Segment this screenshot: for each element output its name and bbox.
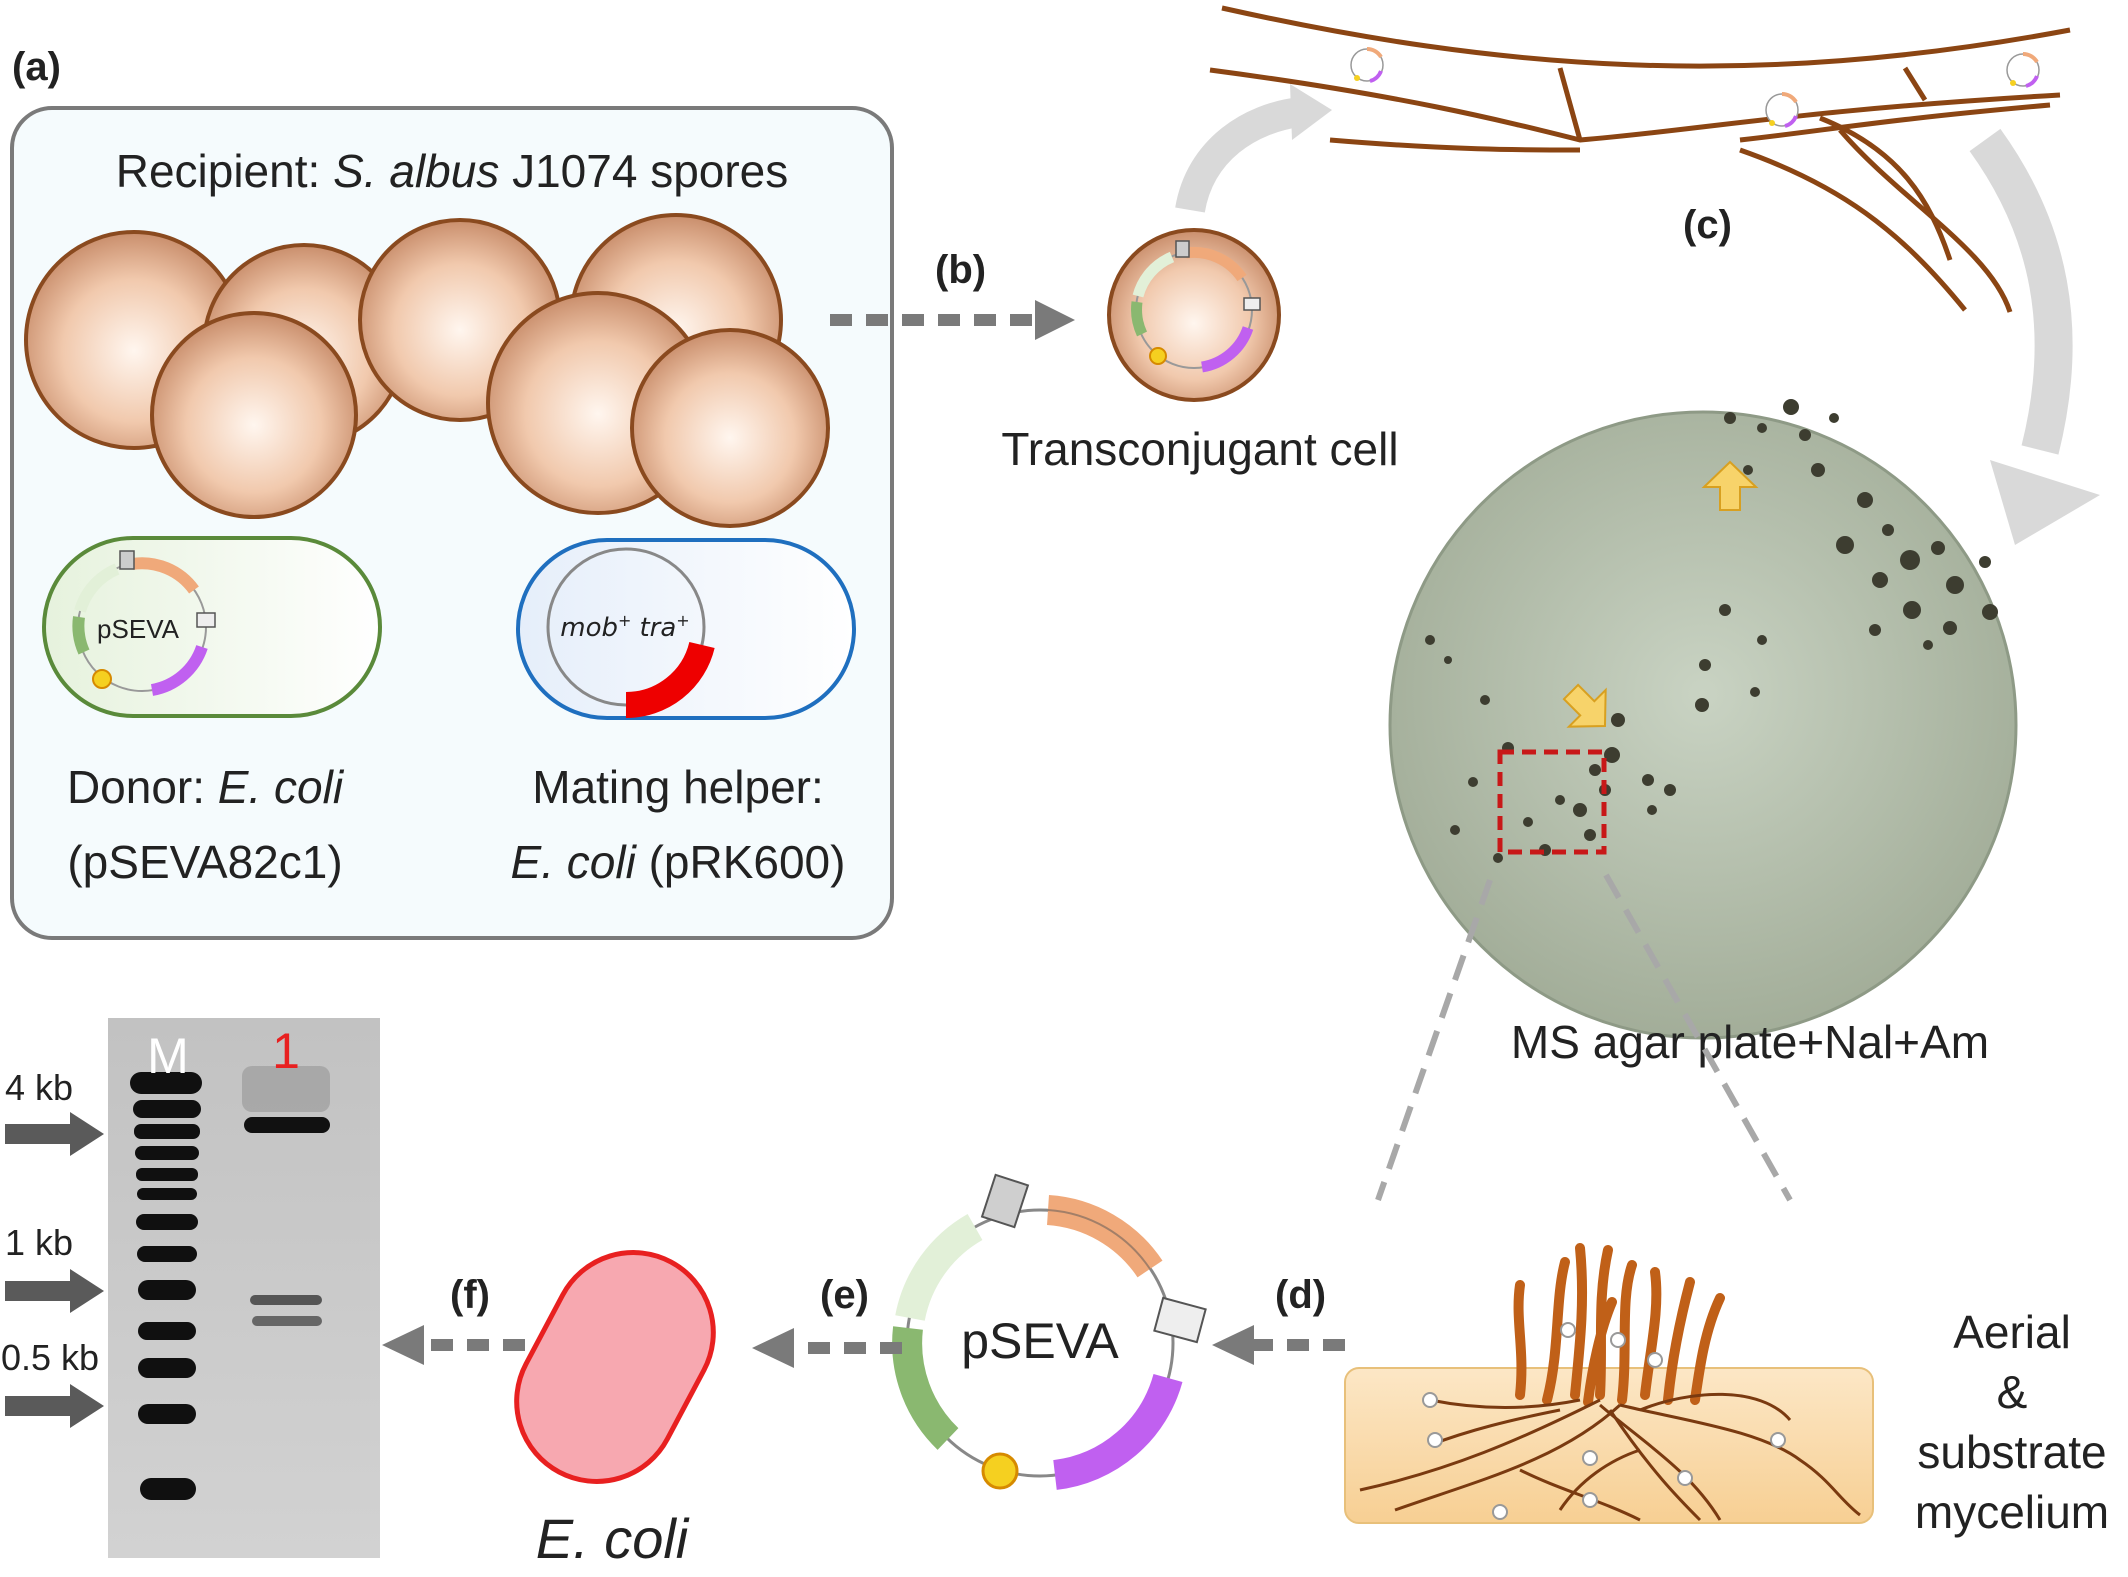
pseva-plasmid-label: pSEVA (961, 1313, 1119, 1369)
gel-marker-1kb: 1 kb (5, 1222, 73, 1263)
colony-pointer-arrow (1701, 460, 1759, 511)
gel-lane-1: 1 (272, 1023, 300, 1079)
marker-arrow (5, 1269, 104, 1313)
gel-marker-arrows (5, 1112, 104, 1428)
ecoli-cell (514, 1250, 716, 1484)
arrow-hyphae-to-plate (1969, 128, 2073, 455)
helper-genes: mob+tra+ (560, 611, 689, 643)
transconjugant-label: Transconjugant cell (1001, 423, 1398, 475)
mycelium-caption-line2: & (1997, 1366, 2028, 1418)
panel-label-d: (d) (1275, 1273, 1326, 1317)
recipient-title: Recipient: S. albus J1074 spores (116, 145, 789, 197)
substrate-hyphae (1359, 1392, 1861, 1522)
helper-plasmid (546, 547, 715, 719)
spore (150, 311, 358, 519)
zoom-line-left (1375, 879, 1493, 1201)
panel-label-e: (e) (820, 1273, 869, 1317)
arrow-head-e (752, 1328, 794, 1368)
helper-caption-line2: E. coli (pRK600) (511, 836, 846, 888)
plate-label: MS agar plate+Nal+Am (1511, 1016, 1989, 1068)
hyphae-plasmids (1350, 46, 2040, 128)
helper-caption-line1: Mating helper: (532, 761, 824, 813)
arrow-head-b (1035, 300, 1075, 340)
mycelium-plasmids (1422, 1322, 1786, 1520)
arrow-head-hyphae (1290, 84, 1332, 140)
panel-label-f: (f) (450, 1273, 490, 1317)
gel-lane-m: M (147, 1028, 189, 1084)
mycelium-caption-line4: mycelium (1915, 1486, 2109, 1538)
helper-cell (516, 538, 856, 720)
mycelium-caption-line3: substrate (1917, 1426, 2106, 1478)
donor-plasmid (72, 550, 216, 696)
zoom-line-right (1603, 873, 1793, 1202)
donor-caption-line1: Donor: E. coli (67, 761, 345, 813)
gel-marker-05kb: 0.5 kb (1, 1337, 99, 1378)
donor-caption-line2: (pSEVA82c1) (67, 836, 342, 888)
gel-marker-4kb: 4 kb (5, 1067, 73, 1108)
mycelium-caption-line1: Aerial (1953, 1306, 2071, 1358)
spore (630, 328, 830, 528)
zoom-box (1497, 749, 1607, 855)
panel-label-c: (c) (1683, 203, 1732, 247)
ecoli-label: E. coli (536, 1507, 690, 1570)
donor-plasmid-label: pSEVA (97, 614, 180, 644)
arrow-head-d (1212, 1325, 1254, 1365)
agar-plate (1388, 399, 2018, 1040)
panel-label-b: (b) (935, 248, 986, 292)
pseva-plasmid (892, 1173, 1207, 1490)
panel-label-a: (a) (12, 45, 61, 89)
hyphae-drawing (1209, 5, 2071, 313)
transconjugant-cell (1107, 228, 1281, 402)
marker-arrow (5, 1384, 104, 1428)
marker-arrow (5, 1112, 104, 1156)
arrow-head-f (382, 1325, 424, 1365)
arrow-cell-to-hyphae (1175, 97, 1303, 214)
aerial-hyphae (1513, 1243, 1725, 1407)
spore-cluster (24, 213, 830, 528)
colony-pointer-arrow (1562, 683, 1607, 728)
arrow-head-plate (1990, 460, 2100, 545)
gel (108, 1018, 380, 1558)
